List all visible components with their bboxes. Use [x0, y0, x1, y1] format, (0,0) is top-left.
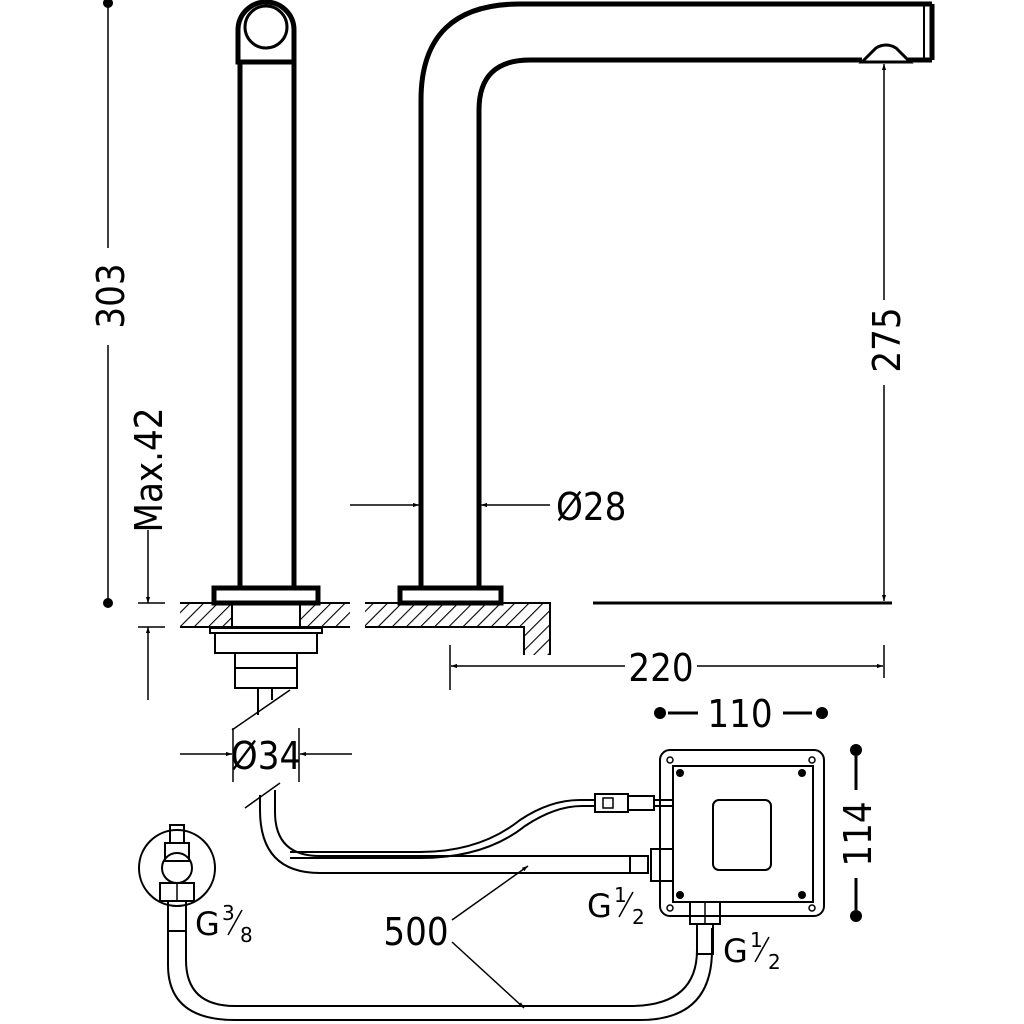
- dimension-box-height: 114: [836, 744, 880, 922]
- dimension-spout-diameter: Ø28: [350, 485, 626, 529]
- break-line-top: [231, 689, 291, 731]
- dim-110-label: 110: [707, 692, 772, 736]
- dimension-hose-length: 500: [383, 865, 529, 1009]
- g38-denominator: 8: [240, 923, 253, 947]
- g12-side-denominator: 2: [632, 905, 645, 929]
- dimension-box-width: 110: [654, 692, 828, 736]
- dimension-base-diameter: Ø34: [180, 728, 352, 782]
- dim-220-label: 220: [628, 646, 693, 690]
- fixing-nut: [214, 632, 318, 654]
- tap-base-flange: [211, 585, 321, 606]
- flexible-hose: [167, 923, 714, 1021]
- spout-inner-edge: [476, 57, 862, 588]
- break-line-bottom: [244, 782, 281, 809]
- label-g12-side: G 1 2: [587, 883, 645, 929]
- sensor-cable: [290, 799, 596, 853]
- spout-base: [397, 585, 504, 606]
- angle-valve: [138, 824, 216, 932]
- control-box-frame: [659, 749, 825, 917]
- g12-side-numerator: 1: [614, 883, 627, 907]
- dim-500-label: 500: [383, 910, 448, 954]
- sensor-ring: [243, 4, 289, 50]
- control-box: [659, 749, 825, 925]
- spout-profile: [365, 1, 935, 655]
- label-g38: G 3 8: [195, 901, 253, 947]
- threaded-shank: [234, 652, 298, 669]
- control-box-panel: [712, 799, 772, 871]
- dim-o28-label: Ø28: [556, 485, 626, 529]
- hose-cable-outer: [259, 795, 640, 874]
- g12-bottom-prefix: G: [723, 932, 748, 970]
- valve-escutcheon: [138, 829, 216, 907]
- counter-section-right: [300, 603, 350, 627]
- g12-bottom-denominator: 2: [768, 950, 781, 974]
- dimension-max-thickness: Max.42: [127, 407, 171, 700]
- dim-max42-label: Max.42: [127, 407, 171, 532]
- spout-outer-edge: [418, 1, 932, 588]
- g38-numerator: 3: [222, 901, 235, 925]
- dimension-spout-reach: 220: [449, 645, 885, 690]
- dimension-total-height: 303: [89, 0, 133, 608]
- g12-bottom-numerator: 1: [750, 928, 763, 952]
- g38-prefix: G: [195, 905, 220, 943]
- tap-side-view: [180, 0, 350, 731]
- dim-275-label: 275: [865, 307, 909, 372]
- dim-o34-label: Ø34: [231, 734, 301, 778]
- label-g12-bottom: G 1 2: [723, 928, 781, 974]
- control-box-body: [672, 765, 814, 903]
- hose-nut: [650, 848, 674, 882]
- counter-section-left: [180, 603, 232, 627]
- aerator: [858, 43, 914, 64]
- cables: [244, 782, 674, 882]
- dim-114-label: 114: [836, 801, 880, 866]
- dim-303-label: 303: [89, 263, 133, 328]
- flex-hose-outer: [167, 928, 713, 1021]
- countertop-section: [365, 603, 550, 655]
- dimension-spout-height: 275: [593, 64, 909, 605]
- sensor-connector: [594, 793, 629, 813]
- tap-top-cap: [235, 0, 297, 65]
- g12-side-prefix: G: [587, 887, 612, 925]
